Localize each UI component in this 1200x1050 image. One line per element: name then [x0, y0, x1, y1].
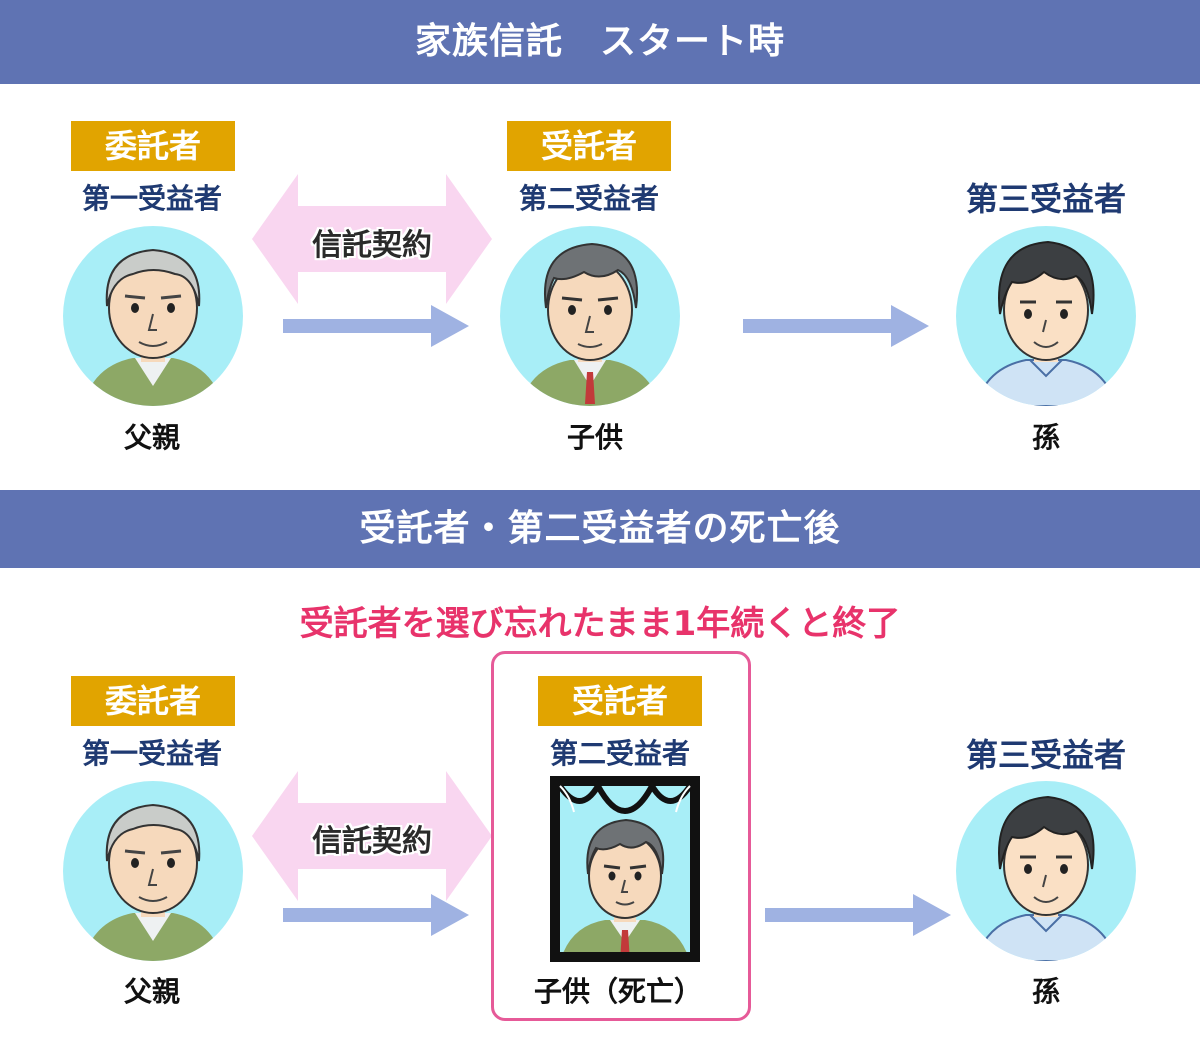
flow-arrow [765, 894, 951, 936]
elderly-father-icon [63, 226, 243, 406]
trustee-tag: 受託者 [507, 121, 671, 171]
contract-double-arrow [252, 771, 492, 901]
young-grandchild-icon [956, 781, 1136, 961]
third-name: 孫 [1031, 421, 1060, 454]
contract-label: 信託契約 [312, 228, 432, 263]
settlor-name: 父親 [123, 421, 180, 454]
flow-arrow [283, 894, 469, 936]
flow-arrow [283, 305, 469, 347]
trustee-role: 第二受益者 [518, 182, 659, 215]
section2-banner: 受託者・第二受益者の死亡後 [0, 490, 1200, 568]
flow-arrow [743, 305, 929, 347]
contract-double-arrow [252, 174, 492, 304]
third-name: 孫 [1031, 975, 1060, 1008]
trustee-role: 第二受益者 [549, 737, 690, 770]
trustee-tag: 受託者 [538, 676, 702, 726]
memorial-portrait-icon [550, 776, 700, 962]
settlor-tag: 委託者 [71, 676, 235, 726]
deceased-trustee-box [491, 651, 751, 1021]
trustee-name: 子供（死亡） [533, 975, 702, 1008]
middle-aged-child-icon [500, 226, 680, 406]
section1-title: 家族信託 スタート時 [414, 21, 785, 62]
section2-title: 受託者・第二受益者の死亡後 [359, 508, 841, 549]
elderly-father-icon [63, 781, 243, 961]
settlor-tag: 委託者 [71, 121, 235, 171]
termination-note: 受託者を選び忘れたまま1年続くと終了 [299, 604, 901, 644]
third-role: 第三受益者 [965, 736, 1126, 774]
settlor-name: 父親 [123, 975, 180, 1008]
settlor-role: 第一受益者 [81, 182, 222, 215]
trustee-name: 子供 [566, 421, 623, 454]
contract-label: 信託契約 [312, 824, 432, 859]
settlor-role: 第一受益者 [81, 737, 222, 770]
young-grandchild-icon [956, 226, 1136, 406]
section1-banner: 家族信託 スタート時 [0, 0, 1200, 84]
third-role: 第三受益者 [965, 180, 1126, 218]
